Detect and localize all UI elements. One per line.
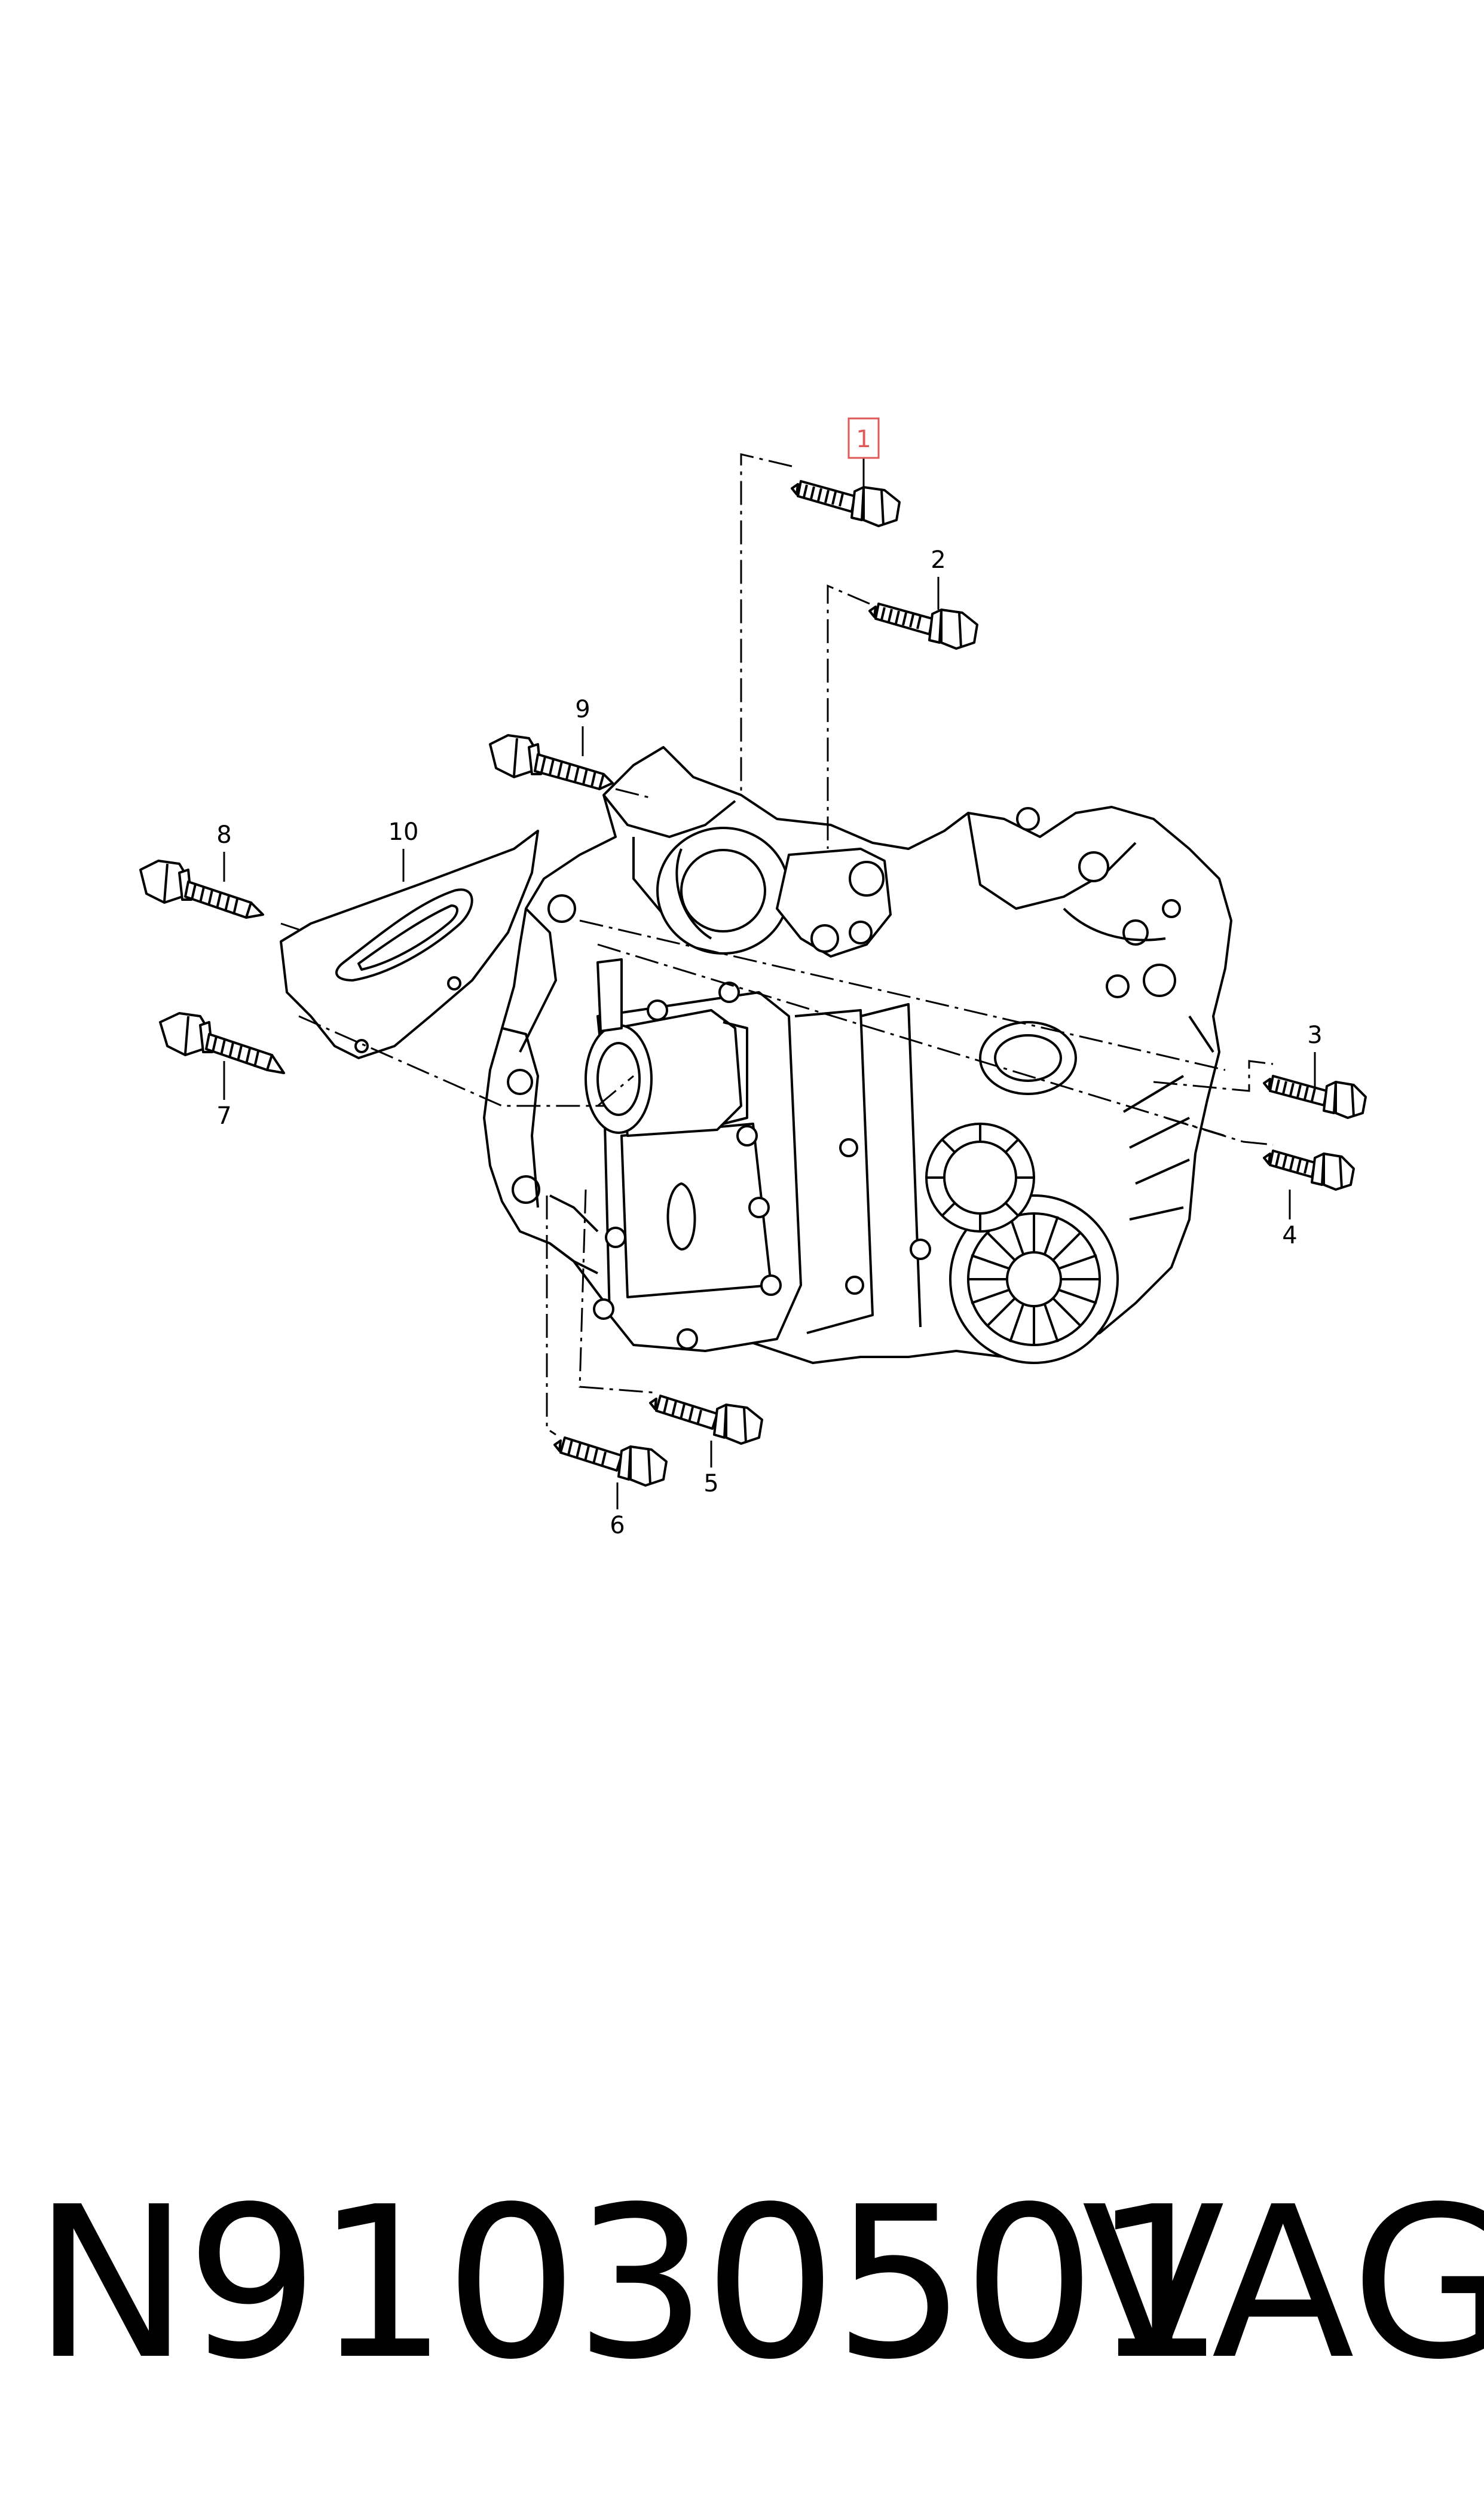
exploded-parts-diagram: 1 2 3 4 5 6 7 8 9 10 (139, 417, 1367, 1539)
bolt-1 (791, 480, 901, 527)
bolt-5 (649, 1395, 763, 1445)
bolt-8 (139, 860, 264, 919)
bolt-6 (553, 1436, 668, 1487)
bolt-3 (1263, 1075, 1367, 1119)
bolt-9 (489, 734, 614, 790)
callout-4[interactable]: 4 (1282, 1222, 1297, 1249)
callout-1-highlight-box (847, 417, 880, 459)
callout-9[interactable]: 9 (575, 696, 590, 723)
assembly-lines (280, 453, 1274, 1436)
callout-8[interactable]: 8 (216, 821, 231, 849)
footer: N91030501 VAG (0, 2140, 1484, 2427)
callout-2[interactable]: 2 (931, 546, 946, 574)
gasket-part (280, 830, 539, 1059)
callout-10[interactable]: 10 (388, 818, 419, 846)
callout-7[interactable]: 7 (216, 1102, 231, 1130)
brand-name: VAG (1082, 2162, 1484, 2405)
callout-leaders (223, 457, 1316, 1509)
callout-5[interactable]: 5 (703, 1470, 718, 1497)
bolt-2 (868, 603, 978, 650)
callout-labels: 1 2 3 4 5 6 7 8 9 10 (216, 417, 1323, 1539)
bolt-4 (1263, 1150, 1355, 1191)
bolt-7 (159, 1012, 285, 1074)
callout-1[interactable]: 1 (856, 426, 871, 453)
callout-6[interactable]: 6 (610, 1512, 625, 1539)
transmission-housing (483, 746, 1232, 1364)
part-number: N91030501 (33, 2162, 1225, 2405)
callout-3[interactable]: 3 (1307, 1022, 1322, 1049)
